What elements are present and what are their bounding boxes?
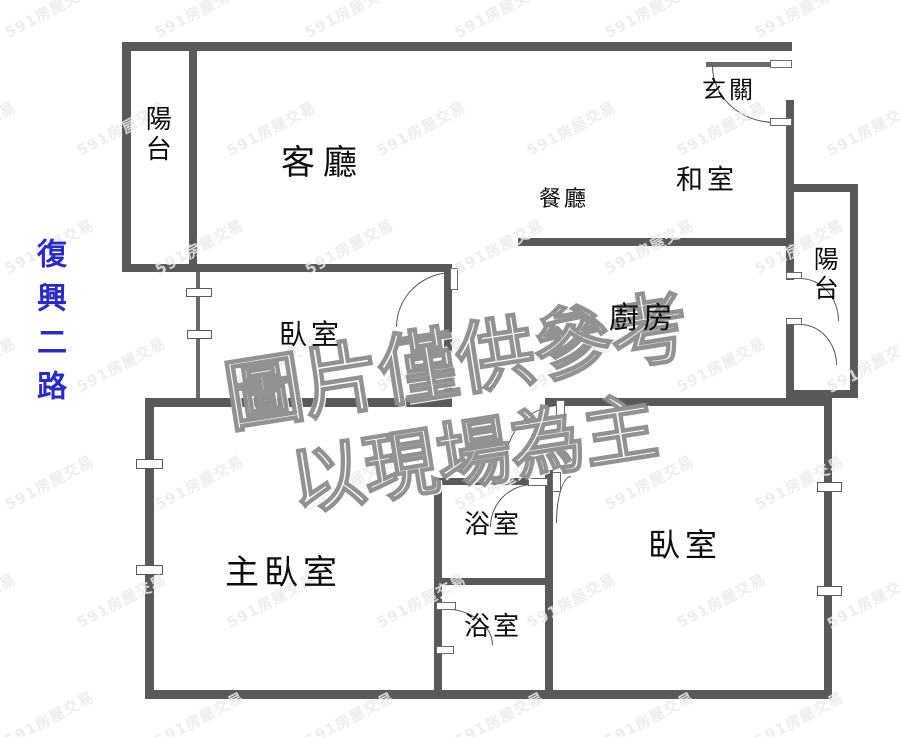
watermark-tile: 591房屋交易: [73, 333, 170, 396]
wall-balcony-right-right: [850, 184, 858, 398]
wall-kitchen-bottom: [545, 398, 832, 406]
wall-balcony-right-bottom: [786, 390, 858, 398]
door-jamb-kitchen: [556, 400, 565, 420]
door-jamb-bedroom-right: [552, 472, 561, 492]
watermark-tile: 591房屋交易: [601, 215, 698, 278]
wall-outer-left-lower: [145, 398, 154, 698]
window-bedroom-right-upper: [817, 482, 842, 492]
door-swing-kitchen: [505, 405, 560, 464]
watermark-tile: 591房屋交易: [0, 569, 20, 632]
wall-bathroom-right: [545, 470, 553, 698]
room-label-balcony-right: 陽台: [810, 246, 840, 304]
wall-tatami-right-base: [786, 320, 794, 398]
room-label-entrance: 玄關: [702, 76, 756, 104]
wall-outer-left-upper: [122, 42, 131, 272]
watermark-tile: 591房屋交易: [451, 0, 548, 42]
room-label-balcony-left: 陽台: [141, 105, 172, 165]
wall-bathroom-divider: [434, 578, 552, 585]
window-master-bedroom-lower: [136, 565, 163, 575]
watermark-tile: 591房屋交易: [1, 687, 98, 737]
watermark-tile: 591房屋交易: [301, 0, 398, 42]
watermark-tile: 591房屋交易: [523, 97, 620, 160]
door-jamb-entrance-bottom: [770, 118, 792, 126]
door-jamb-entrance-top: [770, 60, 792, 68]
watermark-tile: 591房屋交易: [0, 97, 20, 160]
watermark-tile: 591房屋交易: [751, 0, 848, 42]
room-label-master-bedroom: 主臥室: [225, 553, 342, 593]
window-bedroom-left-opening: [187, 330, 212, 339]
wall-living-room-bottom: [122, 264, 452, 272]
room-label-kitchen: 廚房: [609, 301, 677, 336]
door-jamb-balcony-right-upper: [786, 272, 802, 279]
wall-tatami-right: [786, 100, 794, 192]
door-jamb-bedroom-left: [450, 268, 458, 290]
room-label-living-room: 客廳: [281, 143, 365, 183]
room-label-dining-room: 餐廳: [539, 187, 590, 212]
watermark-tile: 591房屋交易: [601, 0, 698, 42]
wall-entrance-shelf: [706, 62, 792, 67]
door-swing-balcony-right-lower: [800, 324, 837, 365]
room-label-bedroom-left: 臥室: [279, 318, 344, 351]
wall-outer-top-left: [122, 42, 792, 51]
wall-kitchen-top: [518, 238, 794, 246]
wall-corridor-top: [145, 398, 452, 407]
watermark-tile: 591房屋交易: [151, 451, 248, 514]
window-balcony-left-opening: [186, 288, 212, 297]
door-jamb-bathroom-lower-bottom: [436, 646, 454, 654]
watermark-tile: 591房屋交易: [673, 333, 770, 396]
watermark-tile: 591房屋交易: [1, 0, 98, 42]
room-label-tatami-room: 和室: [676, 165, 738, 196]
watermark-tile: 591房屋交易: [0, 333, 20, 396]
wall-balcony-left-divider: [189, 45, 197, 270]
watermark-tile: 591房屋交易: [1, 451, 98, 514]
wall-tatami-right-lower: [786, 192, 794, 280]
watermark-tile: 591房屋交易: [601, 451, 698, 514]
wall-outer-right-lower: [824, 398, 832, 698]
watermark-tile: 591房屋交易: [73, 569, 170, 632]
door-jamb-bathroom-lower-top: [436, 602, 456, 610]
disclaimer-line-1: 圖片僅供參考: [218, 280, 696, 445]
door-jamb-balcony-right-lower: [786, 318, 802, 325]
watermark-tile: 591房屋交易: [451, 215, 548, 278]
wall-bathroom-top: [434, 478, 552, 485]
watermark-tile: 591房屋交易: [151, 0, 248, 42]
disclaimer-line-2: 以現場為主: [284, 383, 665, 528]
window-bedroom-right-lower: [817, 586, 842, 596]
room-label-bathroom-upper: 浴室: [464, 510, 523, 540]
wall-bedroom-left-right: [444, 264, 452, 400]
wall-outer-bottom: [145, 690, 832, 699]
watermark-tile: 591房屋交易: [823, 569, 900, 632]
watermark-tile: 591房屋交易: [301, 451, 398, 514]
window-master-bedroom-upper: [136, 459, 163, 469]
wall-balcony-right-top: [786, 184, 858, 192]
room-label-bathroom-lower: 浴室: [464, 612, 523, 642]
watermark-tile: 591房屋交易: [823, 97, 900, 160]
door-jamb-bathroom-upper: [528, 478, 548, 486]
street-label-fuxing-2nd-road: 復興二路: [31, 238, 66, 414]
room-label-bedroom-right: 臥室: [648, 526, 723, 564]
watermark-tile: 591房屋交易: [373, 97, 470, 160]
watermark-tile: 591房屋交易: [373, 333, 470, 396]
watermark-tile: 591房屋交易: [673, 569, 770, 632]
watermark-tile: 591房屋交易: [523, 333, 620, 396]
door-swing-bedroom-left: [396, 272, 453, 327]
